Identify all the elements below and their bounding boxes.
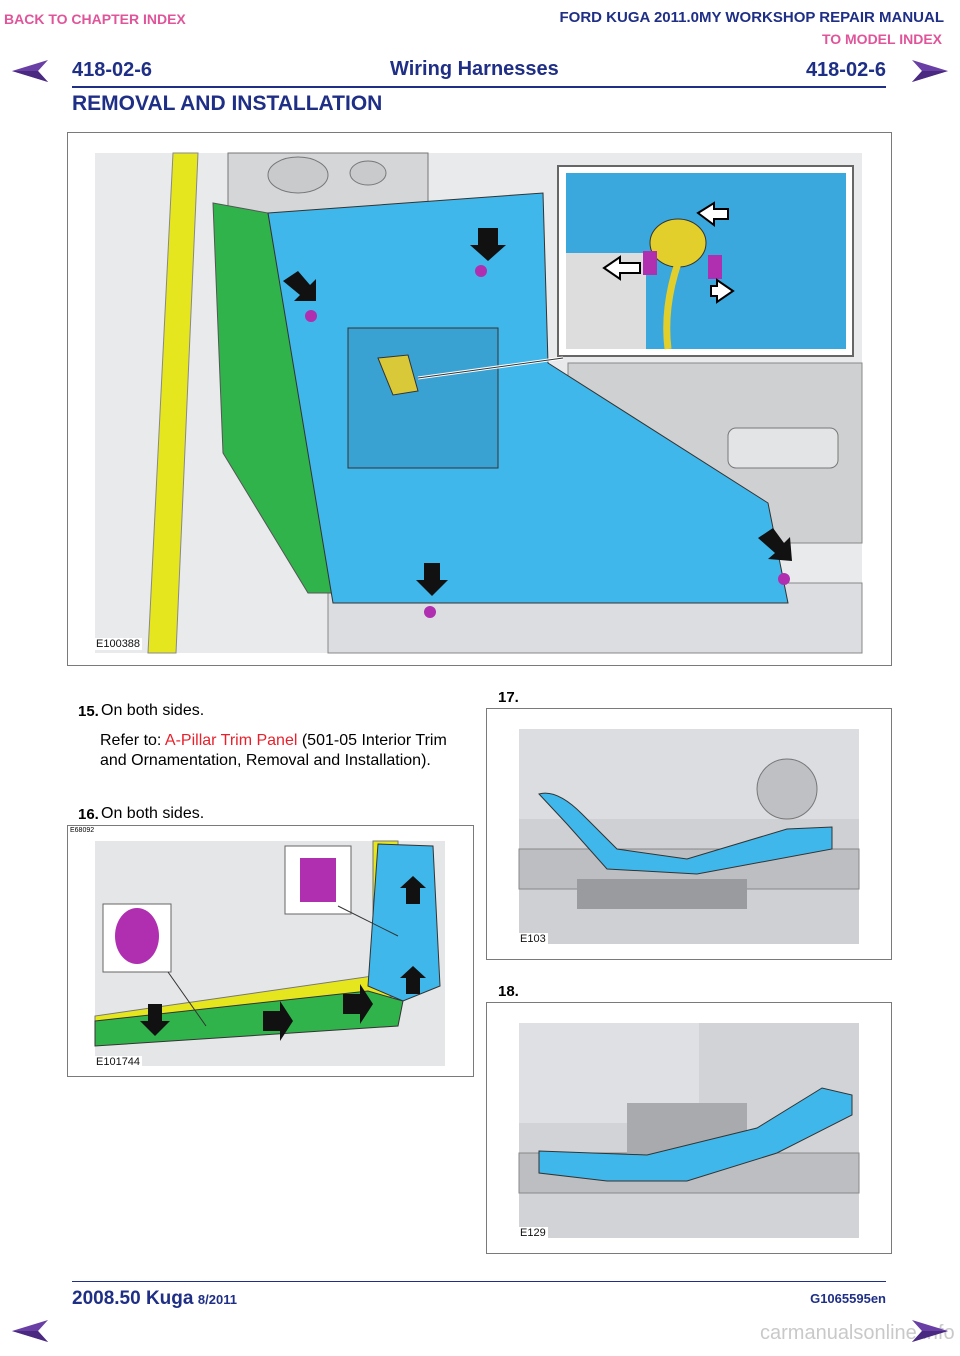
section-code-right: 418-02-6: [805, 59, 886, 81]
next-page-bottom-arrow-icon[interactable]: [910, 1318, 950, 1344]
step-17-illustration-frame: E103: [486, 708, 892, 960]
to-model-index-link[interactable]: TO MODEL INDEX: [821, 31, 942, 47]
next-page-arrow-icon[interactable]: [910, 58, 950, 84]
a-pillar-lower-trim-illustration: [95, 152, 863, 654]
main-figure-reference: E100388: [94, 638, 143, 650]
main-illustration-frame: E100388: [67, 132, 892, 666]
page-title: Wiring Harnesses: [390, 58, 559, 80]
footer-model-name: 2008.50 Kuga: [72, 1288, 194, 1309]
previous-page-bottom-arrow-icon[interactable]: [10, 1318, 50, 1344]
step-17-figure-reference: E103: [518, 933, 548, 945]
a-pillar-trim-clips-illustration: [94, 840, 445, 1066]
step-18-figure-reference: E129: [518, 1227, 548, 1239]
steering-column-shroud-illustration-18: [518, 1023, 860, 1238]
footer-document-code: G1065595en: [810, 1291, 886, 1306]
a-pillar-trim-panel-link[interactable]: A-Pillar Trim Panel: [164, 732, 298, 749]
manual-title: FORD KUGA 2011.0MY WORKSHOP REPAIR MANUA…: [559, 9, 945, 26]
step-16-text: On both sides.: [101, 805, 205, 822]
footer-model: 2008.50 Kuga 8/2011: [72, 1288, 237, 1310]
step-16-figure-top-reference: E68092: [70, 827, 95, 834]
section-heading: REMOVAL AND INSTALLATION: [72, 92, 383, 115]
steering-column-shroud-illustration-17: [518, 729, 860, 944]
step-18-illustration-frame: E129: [486, 1002, 892, 1254]
step-16-illustration-frame: E68092 E101744: [67, 825, 474, 1077]
footer-rule: [72, 1281, 886, 1282]
step-17-number: 17.: [498, 689, 519, 706]
previous-page-arrow-icon[interactable]: [10, 58, 50, 84]
refer-to-label: Refer to:: [100, 732, 165, 749]
step-15-reference: Refer to: A-Pillar Trim Panel (501-05 In…: [100, 731, 460, 771]
header-rule: [72, 86, 886, 88]
step-15-text: On both sides.: [101, 702, 205, 719]
step-18-number: 18.: [498, 983, 519, 1000]
step-16-number: 16.: [78, 806, 99, 823]
step-15-number: 15.: [78, 703, 99, 720]
watermark: carmanualsonline.info: [760, 1322, 955, 1344]
back-to-chapter-index-link[interactable]: BACK TO CHAPTER INDEX: [4, 11, 186, 27]
footer-date: 8/2011: [197, 1292, 237, 1307]
refer-to-suffix: (501-05 Interior Trim and Ornamentation,…: [100, 732, 447, 769]
step-16-figure-reference: E101744: [94, 1056, 143, 1068]
section-code-left: 418-02-6: [72, 59, 153, 81]
